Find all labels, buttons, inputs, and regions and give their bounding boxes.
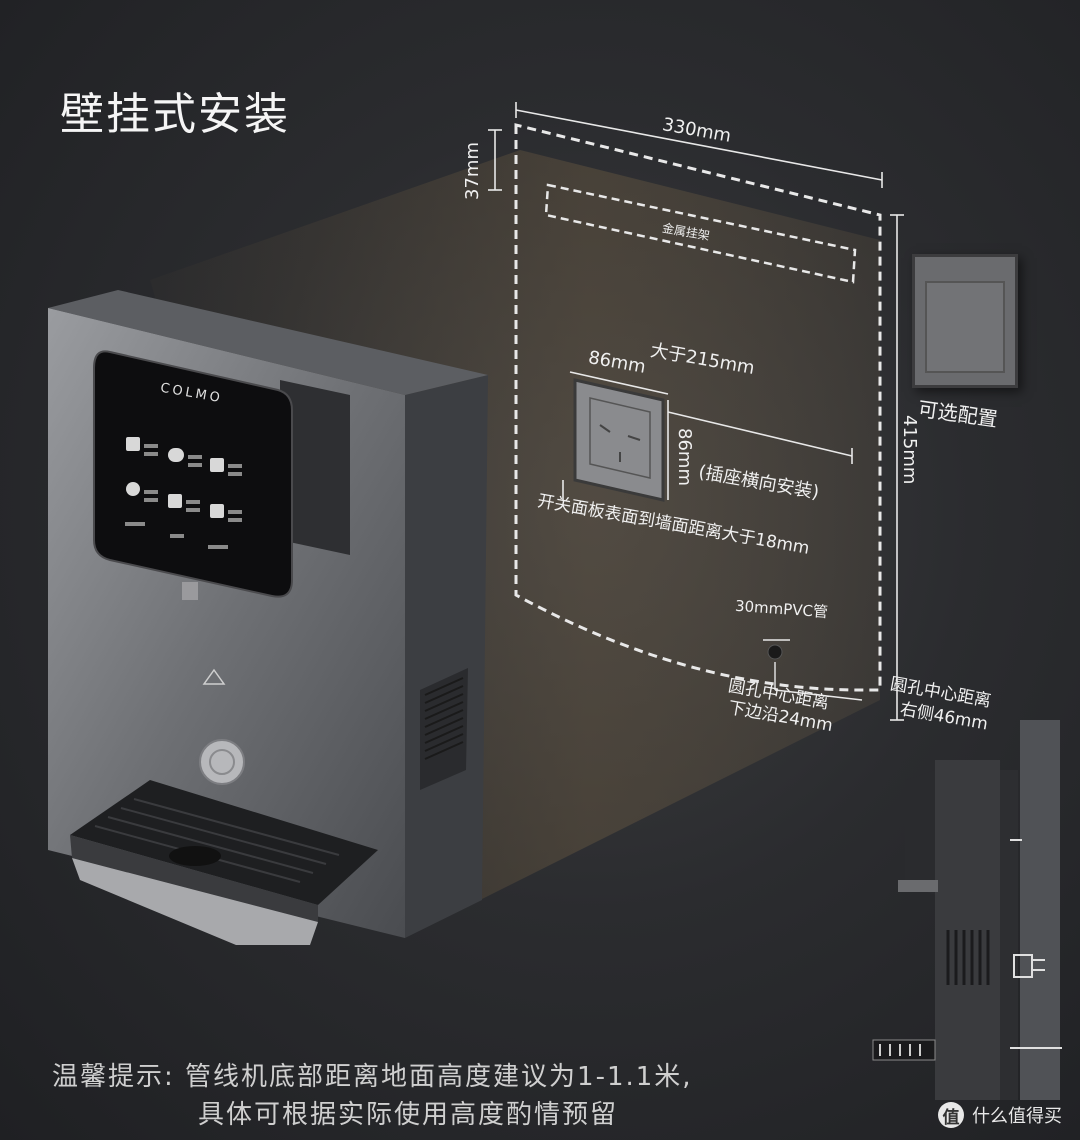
optional-switch xyxy=(912,254,1018,388)
bracket-outline xyxy=(544,183,857,284)
page-title: 壁挂式安装 xyxy=(60,89,290,140)
mounting-outline xyxy=(514,123,882,692)
tip-line-2: 具体可根据实际使用高度酌情预留 xyxy=(198,1100,619,1130)
watermark-text: 什么值得买 xyxy=(972,1106,1062,1127)
tip-line-1: 温馨提示: 管线机底部距离地面高度建议为1-1.1米, xyxy=(52,1062,693,1092)
watermark: 值 什么值得买 xyxy=(938,1102,1062,1128)
watermark-badge-icon: 值 xyxy=(938,1102,964,1128)
pvc-hole xyxy=(767,644,783,660)
